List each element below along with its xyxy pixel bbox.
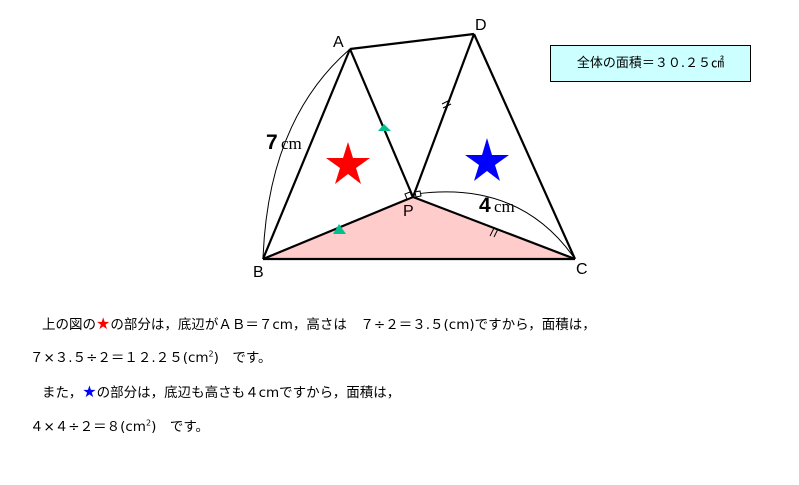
point-label-c: C — [576, 261, 588, 278]
text: また， — [42, 385, 83, 401]
unit-label-pc: cm — [494, 197, 515, 216]
point-label-b: B — [253, 264, 264, 281]
red-star-icon — [326, 142, 370, 184]
blue-star-icon: ★ — [82, 382, 97, 401]
text: 上の図の — [42, 317, 96, 333]
point-label-p: P — [403, 203, 414, 220]
triangle-marker-icon — [378, 124, 391, 131]
triangle-marker-icon — [333, 224, 346, 234]
equal-length-ticks — [441, 99, 499, 238]
point-label-d: D — [475, 17, 487, 34]
right-angle-marks — [404, 190, 422, 200]
total-area-box: 全体の面積＝３０.２５㎠ — [550, 45, 751, 82]
text: ４×４÷２＝８(cm — [30, 419, 146, 435]
text: の部分は，底辺がＡＢ＝７cm，高さは ７÷２＝３.５(cm)ですから，面積は， — [110, 317, 596, 333]
blue-star-icon — [465, 138, 509, 181]
explanation-line-1: 上の図の★の部分は，底辺がＡＢ＝７cm，高さは ７÷２＝３.５(cm)ですから，… — [42, 313, 596, 333]
shaded-triangle-bpc — [263, 197, 575, 259]
edges — [261, 32, 577, 261]
arc-pc — [415, 191, 576, 260]
text: ) です。 — [213, 350, 272, 366]
text: の部分は，底辺も高さも４cmですから，面積は， — [96, 385, 401, 401]
superscript: 2 — [145, 418, 152, 428]
text: ) です。 — [151, 419, 209, 435]
length-label-pc: 4 — [479, 194, 491, 217]
explanation-line-3: また，★の部分は，底辺も高さも４cmですから，面積は， — [42, 381, 400, 401]
length-label-ab: 7 — [266, 131, 278, 154]
geometry-diagram: A D B C P 7 cm 4 cm — [253, 17, 588, 281]
arc-ab — [262, 48, 351, 260]
explanation-line-2: ７×３.５÷２＝１２.２５(cm2) です。 — [30, 346, 272, 367]
red-star-icon: ★ — [96, 314, 111, 333]
superscript: 2 — [208, 349, 214, 359]
explanation-line-4: ４×４÷２＝８(cm2) です。 — [30, 415, 209, 436]
point-label-a: A — [333, 34, 344, 51]
text: ７×３.５÷２＝１２.２５(cm — [30, 350, 209, 366]
unit-label-ab: cm — [281, 134, 302, 153]
